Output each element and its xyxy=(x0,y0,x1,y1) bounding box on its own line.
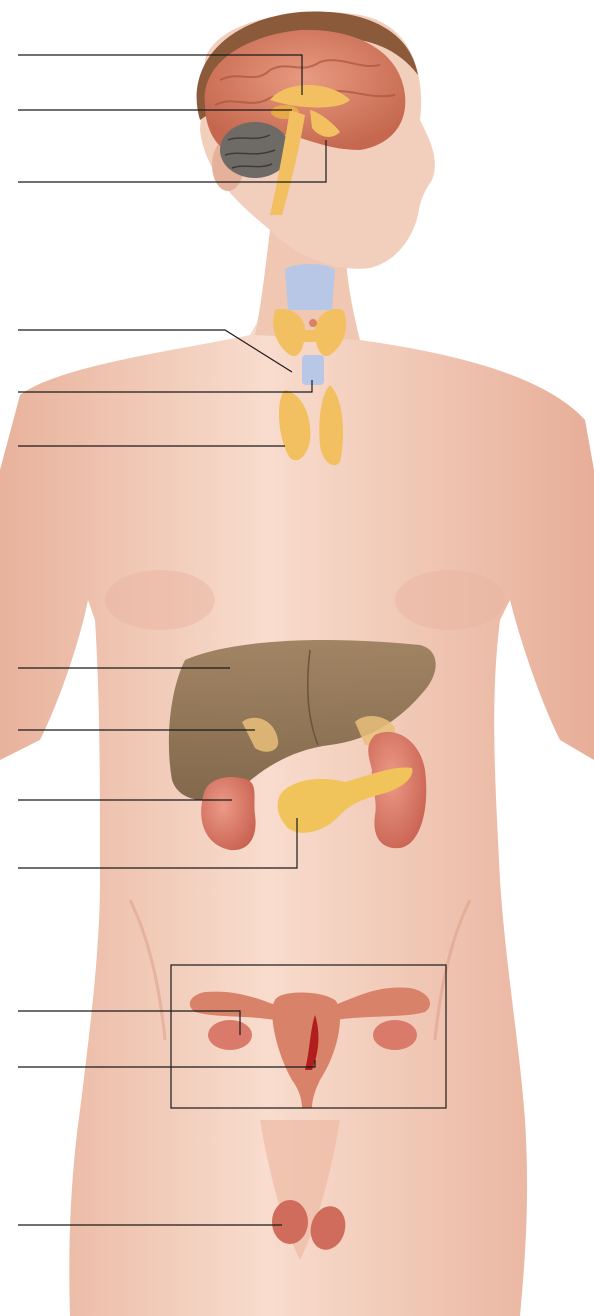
larynx-cartilage xyxy=(285,264,335,310)
trachea xyxy=(302,355,324,385)
